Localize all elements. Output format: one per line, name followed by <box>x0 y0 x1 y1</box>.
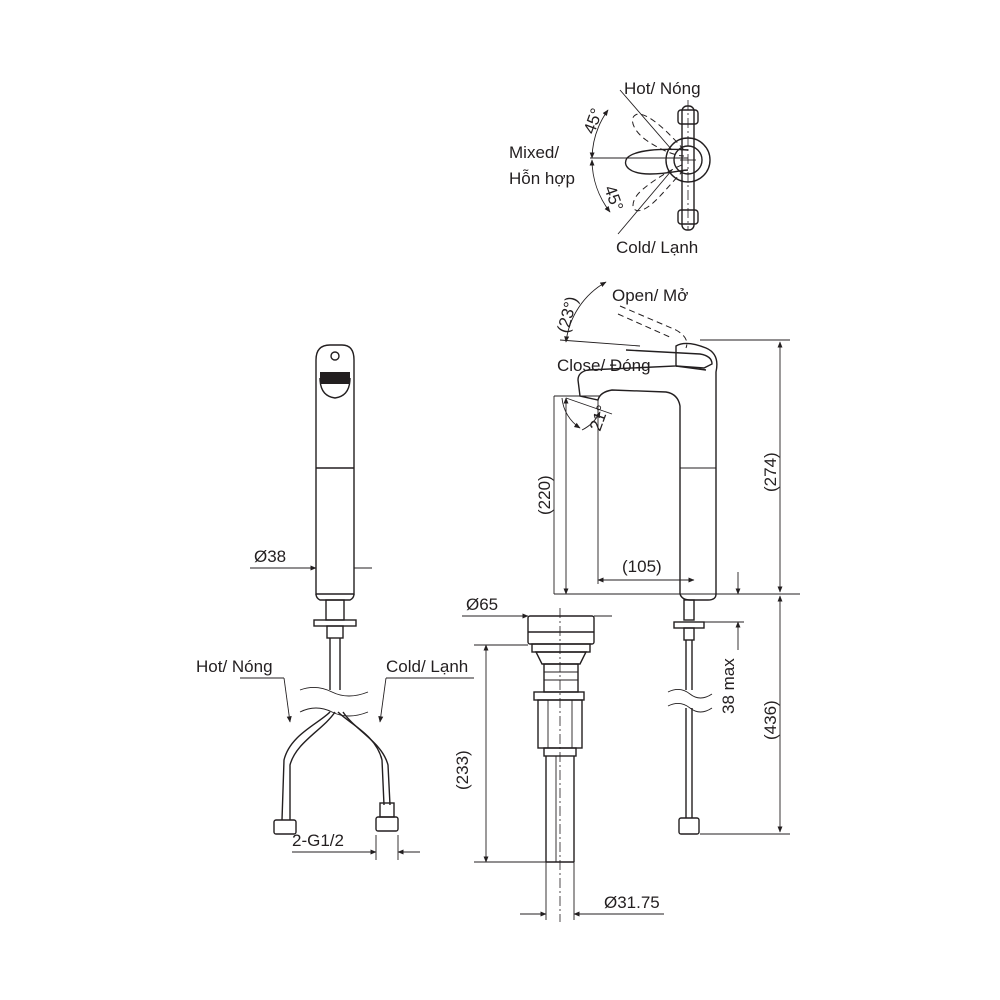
side-handle-closed <box>625 349 713 369</box>
front-hose-hot <box>273 711 336 835</box>
front-faucet-body <box>315 344 355 601</box>
drain-top-diameter-label: Ø65 <box>466 595 498 614</box>
top-view-base <box>665 100 711 231</box>
side-deck-thickness-label: 38 max <box>719 658 738 714</box>
drain-cap <box>527 615 595 665</box>
front-view: Ø38 Hot/ Nóng Cold/ Lạnh 2-G1/2 <box>196 344 474 860</box>
drain-body <box>533 663 585 757</box>
side-hose-length-label: (436) <box>761 700 780 740</box>
front-cold-label: Cold/ Lạnh <box>386 657 468 676</box>
side-handle-open <box>617 305 688 349</box>
handle-hot-position <box>631 113 685 157</box>
side-view: (23°) Open/ Mở Close/ Đóng 21° (220) (10… <box>535 281 800 835</box>
top-mixed-label-line1: Mixed/ <box>509 143 559 162</box>
drain-view: Ø65 (233) Ø31.75 <box>453 595 664 922</box>
side-reach-label: (105) <box>622 557 662 576</box>
front-body-diameter-label: Ø38 <box>254 547 286 566</box>
drain-tailpiece <box>545 756 575 863</box>
front-connection-label: 2-G1/2 <box>292 831 344 850</box>
side-spout-height-label: (220) <box>535 475 554 515</box>
side-open-label: Open/ Mở <box>612 286 688 305</box>
front-hot-label: Hot/ Nóng <box>196 657 273 676</box>
front-shank <box>313 599 357 690</box>
top-hot-label: Hot/ Nóng <box>624 79 701 98</box>
top-view: 45° 45° Hot/ Nóng Mixed/ Hỗn hợp Cold/ L… <box>509 79 711 257</box>
side-open-angle-label: (23°) <box>554 294 582 335</box>
top-mixed-label-line2: Hỗn hợp <box>509 169 575 188</box>
side-spout-angle-label: 21° <box>586 403 613 434</box>
side-close-label: Close/ Đóng <box>557 356 651 375</box>
front-hose-cold <box>337 711 399 832</box>
side-shank <box>667 599 713 835</box>
top-angle-upper-label: 45° <box>580 106 607 137</box>
top-cold-label: Cold/ Lạnh <box>616 238 698 257</box>
drain-tail-diameter-label: Ø31.75 <box>604 893 660 912</box>
side-total-height-label: (274) <box>761 452 780 492</box>
drain-height-label: (233) <box>453 750 472 790</box>
top-angle-lower-label: 45° <box>600 183 627 214</box>
handle-cold-position <box>632 163 685 212</box>
handle-mixed-position <box>624 148 689 175</box>
